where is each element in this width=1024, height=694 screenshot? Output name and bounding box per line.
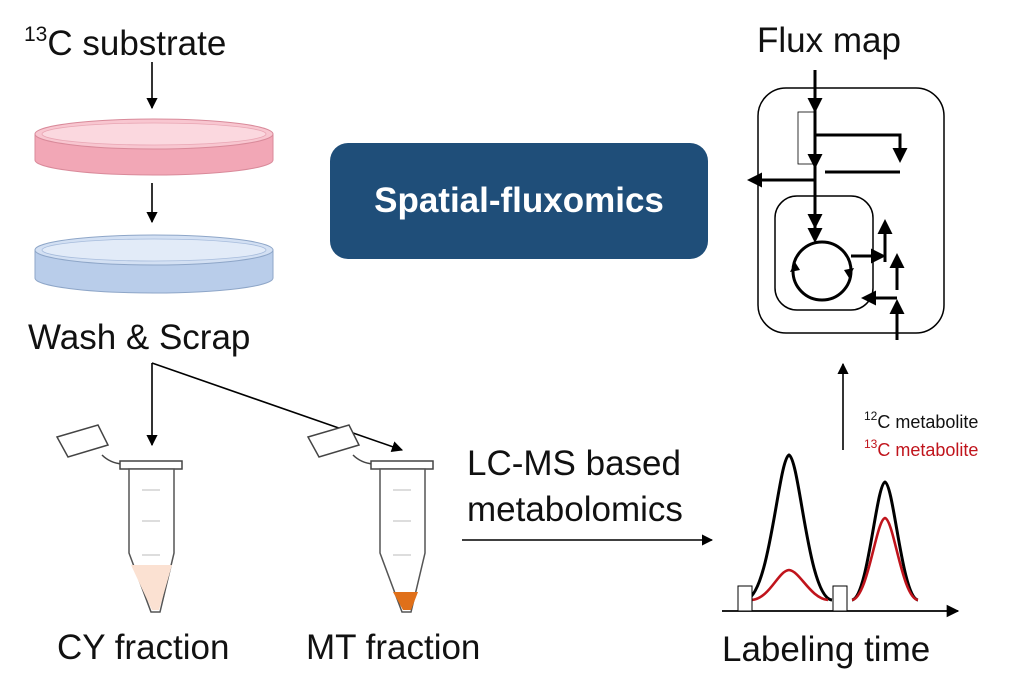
flux-map-network [747, 70, 945, 340]
timepoint-marker-1 [737, 585, 753, 612]
cy-fraction-label: CY fraction [57, 628, 230, 667]
lcms-label-line1: LC-MS based [467, 444, 681, 483]
legend-c13-superscript: 13 [864, 437, 878, 451]
c12-peak-2 [851, 480, 919, 602]
c12-peak-1 [744, 453, 833, 602]
legend-c12: 12C metabolite [864, 410, 978, 431]
legend-c12-text: C metabolite [877, 412, 979, 432]
substrate-label: 13C substrate [24, 24, 226, 61]
pink-culture-dish [34, 118, 274, 176]
legend-c13: 13C metabolite [864, 438, 978, 459]
cy-tube [55, 424, 183, 613]
spatial-fluxomics-title: Spatial-fluxomics [374, 181, 664, 220]
spatial-fluxomics-box: Spatial-fluxomics [330, 143, 708, 259]
blue-culture-dish [34, 234, 274, 294]
substrate-text: C substrate [47, 24, 227, 63]
substrate-superscript: 13 [24, 23, 48, 46]
wash-label: Wash & Scrap [28, 318, 251, 357]
legend-c12-superscript: 12 [864, 409, 878, 423]
flux-map-title: Flux map [757, 21, 901, 60]
legend-c13-text: C metabolite [877, 440, 979, 460]
split-arrows [146, 362, 404, 452]
timepoint-marker-2 [832, 585, 848, 612]
lcms-label-line2: metabolomics [467, 490, 683, 529]
c13-peak-1 [751, 568, 829, 602]
c13-peak-2 [851, 516, 919, 602]
mt-tube [306, 424, 434, 613]
labeling-time-label: Labeling time [722, 630, 931, 669]
mt-fraction-label: MT fraction [306, 628, 481, 667]
